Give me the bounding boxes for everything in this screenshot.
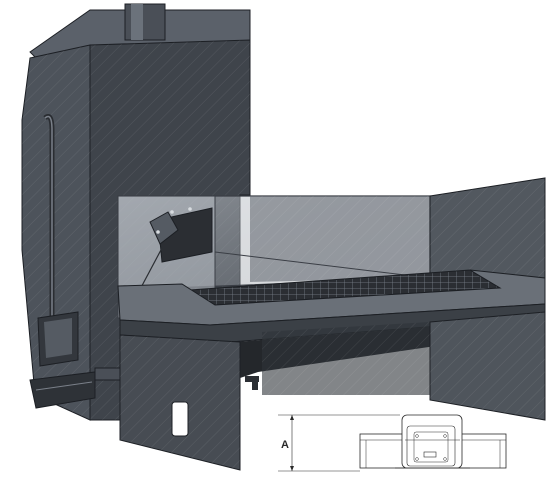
dimension-label-a: A [281,439,289,451]
dimension-drawing: A [278,414,507,472]
work-table [117,177,546,471]
suction-nozzle [127,207,431,313]
